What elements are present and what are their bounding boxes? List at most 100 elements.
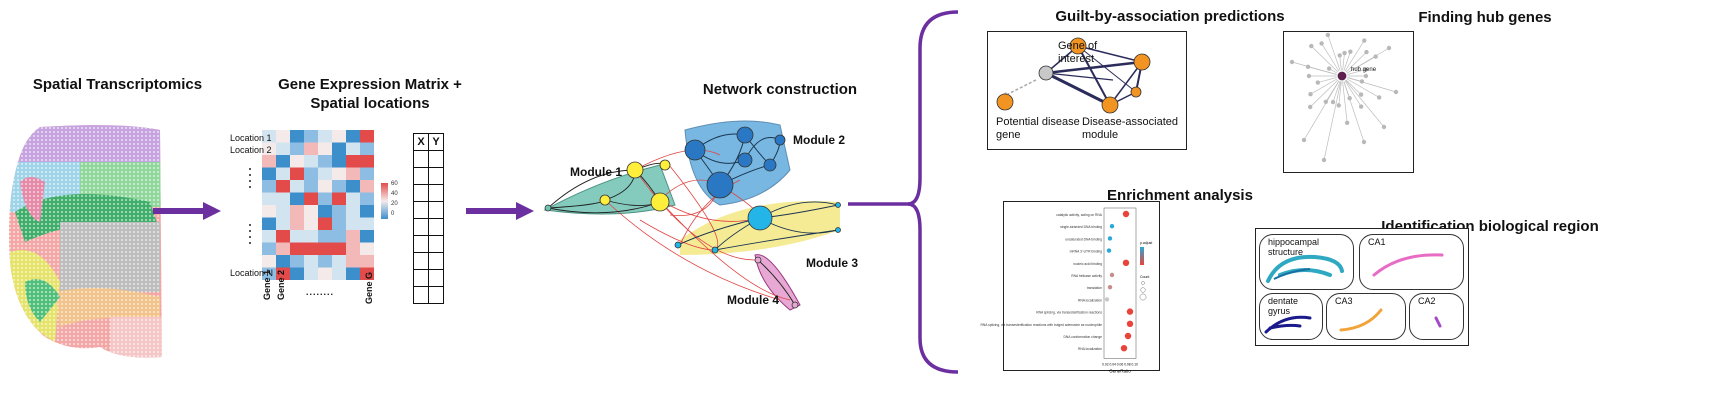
stage-title-matrix-line2: Spatial locations xyxy=(310,95,430,112)
enrichment-dot xyxy=(1126,308,1134,315)
heatmap-cell xyxy=(304,255,318,268)
heatmap-cell xyxy=(290,255,304,268)
hub-neighbor-node xyxy=(1348,49,1353,54)
legend-tick-60: 60 xyxy=(391,181,398,187)
heatmap-cell xyxy=(332,155,346,168)
hub-edge xyxy=(1341,75,1397,93)
heatmap-cell xyxy=(304,155,318,168)
heatmap-cell xyxy=(304,230,318,243)
node-m4-a xyxy=(754,256,762,264)
heatmap-cell xyxy=(304,192,318,205)
enrichment-dot xyxy=(1124,332,1132,340)
heatmap-cell xyxy=(290,230,304,243)
heatmap-cell xyxy=(304,242,318,255)
heatmap-cell xyxy=(346,242,360,255)
hub-edge xyxy=(1341,40,1365,77)
heatmap-cell xyxy=(276,230,290,243)
heatmap-cell xyxy=(276,130,290,143)
heatmap-cell xyxy=(360,155,374,168)
heatmap-cell xyxy=(262,242,276,255)
hub-neighbor-node xyxy=(1358,104,1364,109)
hub-neighbor-node xyxy=(1309,43,1314,49)
enrichment-xlabel: GeneRatio xyxy=(1109,368,1131,373)
heatmap-cell xyxy=(346,180,360,193)
heatmap-cell xyxy=(346,167,360,180)
hub-neighbor-node xyxy=(1386,45,1392,51)
heatmap-cell xyxy=(276,167,290,180)
heatmap-cell xyxy=(276,192,290,205)
hub-edge xyxy=(1341,75,1385,128)
heatmap-cell xyxy=(290,130,304,143)
enrichment-xticks: 0.02 0.04 0.06 0.08 0.10 xyxy=(1102,362,1138,366)
heatmap-cell xyxy=(346,142,360,155)
stage-title-network: Network construction xyxy=(702,81,858,98)
module-1-shape xyxy=(543,164,676,215)
heatmap-cell xyxy=(276,180,290,193)
stage-title-enrichment: Enrichment analysis xyxy=(1107,187,1253,204)
heatmap-cell xyxy=(318,167,332,180)
hub-neighbor-node xyxy=(1330,99,1336,105)
heatmap-cell xyxy=(304,167,318,180)
hub-edge xyxy=(1323,75,1343,161)
heatmap-cell xyxy=(290,167,304,180)
heatmap-cell xyxy=(332,205,346,218)
arrow-2 xyxy=(466,202,534,220)
heatmap-cell xyxy=(262,230,276,243)
node-m2-b xyxy=(736,126,754,144)
legend-padjust-bar xyxy=(1140,247,1144,265)
region-ca3-box: CA3 xyxy=(1326,293,1406,340)
region-panel: hippocampal structure CA1 dentate gyrus … xyxy=(1255,228,1469,346)
enrichment-term-label: DNA conformation change xyxy=(1064,335,1103,339)
heatmap-cell xyxy=(318,205,332,218)
hub-panel: hub gene xyxy=(1283,31,1414,173)
hub-edge xyxy=(1309,75,1343,108)
hub-neighbor-node xyxy=(1344,120,1350,126)
heatmap-cell xyxy=(360,205,374,218)
region-label-ca1: CA1 xyxy=(1368,237,1386,247)
heatmap-cell xyxy=(290,267,304,280)
hub-neighbor-node xyxy=(1306,73,1312,79)
heatmap-cell xyxy=(276,242,290,255)
hub-neighbor-node xyxy=(1342,50,1347,56)
node-m3-b xyxy=(674,241,682,249)
enrichment-dot xyxy=(1122,259,1130,266)
hub-edge xyxy=(1341,75,1362,107)
heatmap-cell xyxy=(346,230,360,243)
node-m1-e xyxy=(659,159,671,171)
enrichment-term-label: mRNA 3'-UTR binding xyxy=(1070,250,1102,254)
heatmap-cell xyxy=(332,242,346,255)
xy-header-x: X xyxy=(413,133,429,151)
heatmap-cell xyxy=(276,255,290,268)
heatmap-cell xyxy=(346,205,360,218)
heatmap-cell xyxy=(262,192,276,205)
legend-tick-40: 40 xyxy=(391,191,398,197)
bracket-connector xyxy=(848,10,959,374)
hub-neighbor-node xyxy=(1361,139,1367,145)
node-m1-c xyxy=(599,194,611,206)
region-ca1-box: CA1 xyxy=(1359,234,1464,290)
heatmap-cell xyxy=(290,155,304,168)
heatmap-cell xyxy=(332,255,346,268)
hub-edge xyxy=(1321,43,1343,77)
heatmap-cell xyxy=(346,217,360,230)
heatmap-cell xyxy=(360,180,374,193)
heatmap-cell xyxy=(304,180,318,193)
stage-title-matrix: Gene Expression Matrix + Spatial locatio… xyxy=(245,75,495,113)
heatmap-cell xyxy=(346,255,360,268)
hub-neighbor-node xyxy=(1364,49,1369,55)
hub-neighbor-node xyxy=(1319,41,1324,46)
region-label-ca3: CA3 xyxy=(1335,296,1353,306)
enrichment-dot xyxy=(1107,285,1113,290)
heatmap-cell xyxy=(360,192,374,205)
guilt-network xyxy=(996,37,1151,114)
hub-gene-label: hub gene xyxy=(1351,67,1377,73)
hub-neighbor-node xyxy=(1373,54,1378,59)
node-m3-d xyxy=(835,227,841,233)
heatmap-cell xyxy=(332,230,346,243)
row-label-location-2: Location 2 xyxy=(230,145,272,155)
stage-title-hub: Finding hub genes xyxy=(1418,9,1552,26)
region-dentate-box: dentate gyrus xyxy=(1259,293,1323,340)
arrow-1 xyxy=(153,202,221,220)
